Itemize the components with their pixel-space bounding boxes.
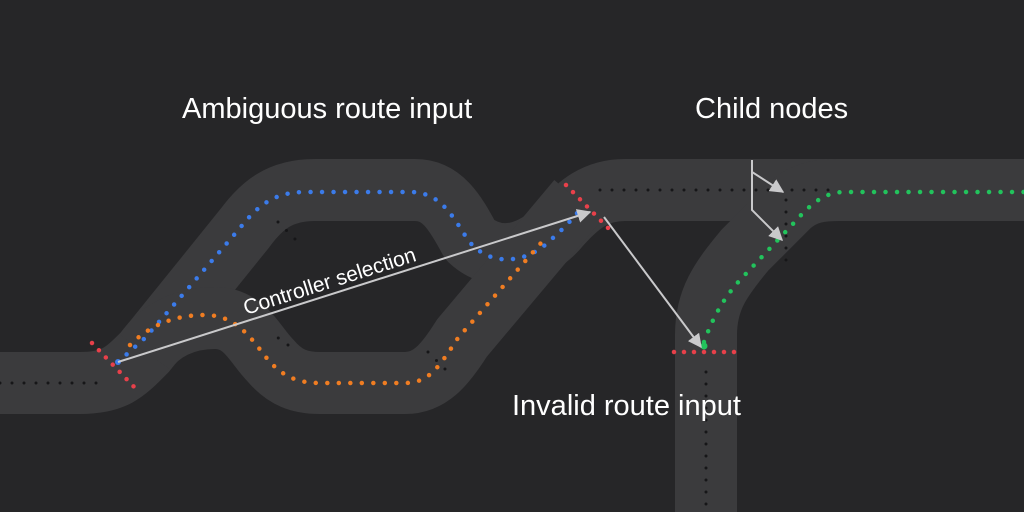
- invalid-route-label: Invalid route input: [512, 390, 741, 422]
- route-layer: [115, 189, 1024, 386]
- centerline-loop-edge-top: [276, 220, 298, 242]
- centerline-layer: [0, 188, 842, 512]
- track-branch: [675, 159, 841, 512]
- green-route: [701, 189, 1024, 345]
- marker-layer: [89, 182, 741, 393]
- centerline-loop-edge-left: [268, 330, 290, 347]
- ambiguous-route-label: Ambiguous route input: [182, 93, 472, 125]
- node-invalid-input: [700, 342, 708, 350]
- orange-route: [127, 232, 551, 386]
- blue-route: [115, 189, 581, 365]
- red-marker-top: [563, 182, 615, 235]
- child-nodes-label: Child nodes: [695, 93, 848, 125]
- invalid-input-arrow: [603, 216, 702, 349]
- controller-selection-arrow: [117, 209, 592, 363]
- controller-selection-label: Controller selection: [241, 243, 419, 319]
- arrow-layer: [117, 160, 785, 363]
- red-marker-left: [89, 340, 140, 393]
- centerline-loop-edge-bottom: [426, 350, 450, 374]
- child-node-arrow-lower: [751, 172, 783, 241]
